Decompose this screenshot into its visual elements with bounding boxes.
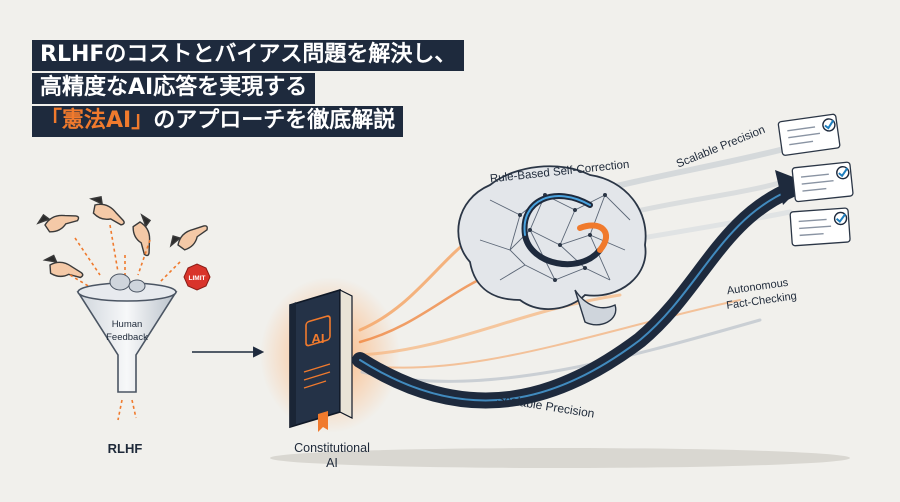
brain-icon (457, 165, 647, 326)
title-highlight: 「憲法AI」 (40, 108, 154, 133)
hand-icon (36, 213, 80, 233)
rlhf-label: RLHF (108, 441, 143, 456)
title-line-1: RLHFのコストとバイアス問題を解決し、 (32, 40, 465, 71)
funnel-label-1: Human (112, 319, 143, 330)
check-card (777, 113, 841, 156)
limit-text: LIMIT (189, 275, 206, 282)
checklist-cards (777, 113, 854, 247)
output-drips (117, 399, 137, 421)
check-card (789, 207, 851, 247)
book-badge: AI (312, 331, 325, 346)
constitutional-label-2: AI (326, 456, 338, 470)
title-line-3: 「憲法AI」のアプローチを徹底解説 (32, 106, 404, 137)
funnel-icon (76, 273, 178, 393)
book-icon: AI (289, 288, 353, 432)
hand-icon (42, 254, 84, 279)
check-icon (836, 166, 850, 180)
self-correction-loop-icon (521, 193, 609, 268)
book-text-lines (303, 363, 331, 389)
main-arrow-head (775, 170, 806, 205)
title-line-2: 高精度なAI応答を実現する (32, 73, 316, 104)
hand-icons (36, 195, 208, 279)
funnel-label-2: Feedback (106, 332, 148, 343)
title-block: RLHFのコストとバイアス問題を解決し、 高精度なAI応答を実現する 「憲法AI… (32, 40, 465, 139)
title-line-3-rest: のアプローチを徹底解説 (153, 108, 396, 133)
hand-icon (132, 213, 152, 257)
hand-icon (89, 195, 125, 226)
hand-icon (169, 225, 208, 251)
check-card (791, 161, 854, 203)
ground-shadow (270, 448, 850, 468)
limit-sign-icon: LIMIT (183, 263, 211, 291)
constitutional-label-1: Constitutional (294, 441, 370, 455)
